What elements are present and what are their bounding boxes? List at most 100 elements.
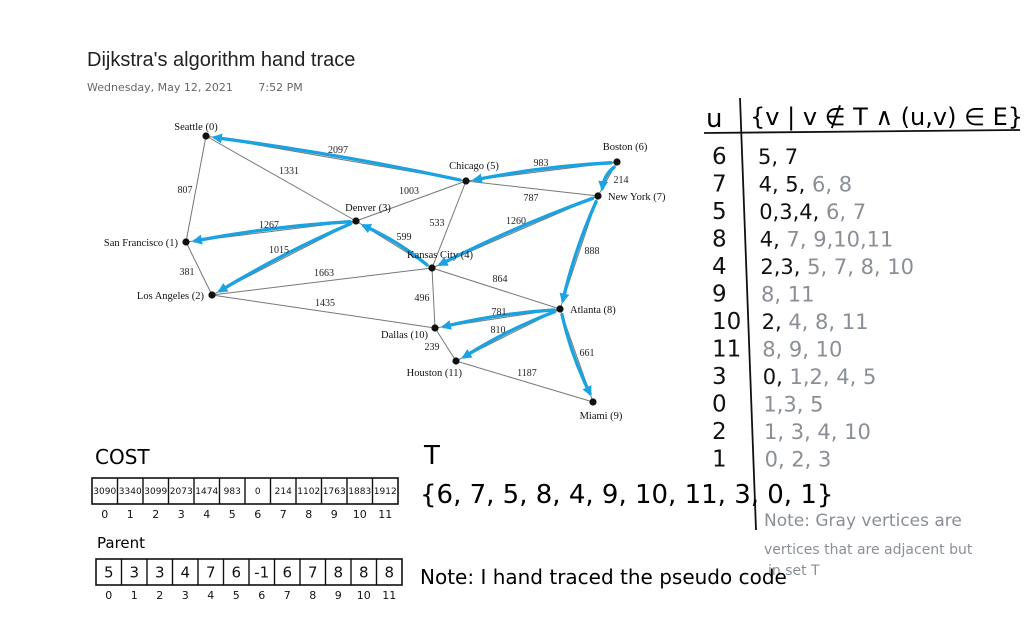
parent-index: 3 [182, 589, 189, 602]
edge-weight: 661 [580, 348, 595, 359]
trace-u: 6 [712, 144, 727, 170]
node-label: Houston (11) [407, 368, 463, 379]
note-meta: Wednesday, May 12, 2021 7:52 PM [87, 81, 325, 94]
node-label: San Francisco (1) [104, 238, 179, 249]
trace-u: 11 [712, 337, 741, 363]
node-sf [182, 238, 190, 246]
trace-u: 5 [712, 199, 727, 225]
trace-u: 3 [712, 364, 727, 390]
trace-u: 7 [712, 172, 727, 198]
node-seattle [202, 132, 210, 140]
trace-u: 8 [712, 227, 727, 253]
parent-index: 6 [258, 589, 265, 602]
edge-dallas-houston [434, 327, 457, 362]
parent-label: Parent [97, 534, 145, 552]
cost-value: 214 [275, 487, 292, 497]
parent-value: 8 [359, 563, 369, 581]
t-set-value: {6, 7, 5, 8, 4, 9, 10, 11, 3, 0, 1} [420, 480, 833, 510]
trace-u: 1 [712, 447, 727, 473]
edge-weight: 533 [430, 218, 445, 229]
parent-value: 7 [206, 563, 216, 581]
cost-value: 1763 [323, 487, 346, 497]
tree-arrow-boston-ny [598, 165, 616, 192]
edge-chicago-ny [465, 180, 599, 197]
trace-u: 9 [712, 282, 727, 308]
tree-arrow-atlanta-houston [461, 309, 557, 359]
edge-weight: 1663 [314, 268, 334, 279]
edge-weight: 599 [397, 232, 412, 243]
cost-table: COST 30900334013099220733147449835062147… [91, 445, 399, 521]
cost-index: 7 [280, 508, 287, 521]
parent-value: 7 [308, 563, 318, 581]
note-date: Wednesday, May 12, 2021 [87, 81, 233, 94]
cost-index: 5 [229, 508, 236, 521]
graph-edges [185, 135, 618, 403]
parent-index: 8 [309, 589, 316, 602]
t-set-label: T [423, 441, 440, 471]
trace-column-rule [739, 97, 757, 531]
node-kc [428, 264, 436, 272]
node-ny [594, 192, 602, 200]
edge-weight: 1015 [269, 245, 289, 256]
cost-value: 1474 [195, 487, 218, 497]
parent-index: 11 [382, 589, 396, 602]
edge-weight: 787 [524, 193, 539, 204]
trace-adjacent: 1, 3, 4, 10 [764, 420, 871, 444]
edge-kc-dallas [431, 267, 436, 329]
edge-la-dallas [211, 294, 436, 329]
node-label: New York (7) [608, 192, 666, 203]
parent-value: 6 [231, 563, 241, 581]
cost-value: 3340 [119, 487, 142, 497]
edge-weight: 1435 [315, 298, 335, 309]
trace-header-rule [703, 129, 1021, 134]
edge-seattle-denver [205, 135, 357, 222]
node-la [208, 291, 216, 299]
trace-adjacent: 2, 4, 8, 11 [762, 310, 869, 334]
node-label: Seattle (0) [174, 122, 218, 133]
edge-sf-la [185, 241, 213, 296]
node-label: Los Angeles (2) [137, 291, 205, 302]
cost-value: 983 [224, 487, 241, 497]
trace-note-line1: Note: Gray vertices are [764, 511, 962, 531]
edge-kc-atlanta [431, 267, 561, 310]
edge-weight: 214 [614, 175, 629, 186]
edge-weight: 239 [425, 342, 440, 353]
shortest-path-arrows [191, 133, 616, 397]
edge-weight: 1260 [506, 216, 526, 227]
cost-value: 0 [255, 487, 261, 497]
edge-seattle-sf [185, 135, 207, 243]
cost-index: 4 [203, 508, 210, 521]
edge-la-kc [211, 267, 433, 296]
tree-arrow-denver-sf [191, 220, 352, 245]
node-atlanta [556, 305, 564, 313]
trace-adjacent: 8, 11 [761, 283, 814, 307]
graph-nodes: Seattle (0) San Francisco (1) Los Angeles … [104, 122, 666, 422]
cost-index: 10 [353, 508, 367, 521]
trace-adjacent: 0,3,4, 6, 7 [759, 200, 866, 224]
node-label: Denver (3) [345, 203, 391, 214]
pseudo-code-note: Note: I hand traced the pseudo code [420, 565, 787, 589]
parent-index: 5 [233, 589, 240, 602]
edge-weight: 983 [534, 158, 549, 169]
trace-adjacent: 2,3, 5, 7, 8, 10 [760, 255, 914, 279]
edge-weight: 1187 [517, 368, 537, 379]
edge-weight: 810 [491, 325, 506, 336]
node-label: Atlanta (8) [570, 305, 616, 316]
cost-index: 9 [331, 508, 338, 521]
cost-value: 1912 [374, 487, 397, 497]
node-dallas [431, 324, 439, 332]
edge-weight: 864 [493, 274, 508, 285]
edge-houston-miami [455, 360, 594, 403]
parent-index: 0 [105, 589, 112, 602]
cost-index: 8 [305, 508, 312, 521]
node-chicago [462, 177, 470, 185]
trace-adjacent: 0, 2, 3 [765, 448, 832, 472]
edge-weight: 381 [180, 267, 195, 278]
edge-weight: 1331 [279, 166, 299, 177]
trace-adjacent: 1,3, 5 [763, 393, 823, 417]
node-miami [589, 398, 597, 406]
tree-arrow-chicago-seattle [211, 133, 462, 182]
